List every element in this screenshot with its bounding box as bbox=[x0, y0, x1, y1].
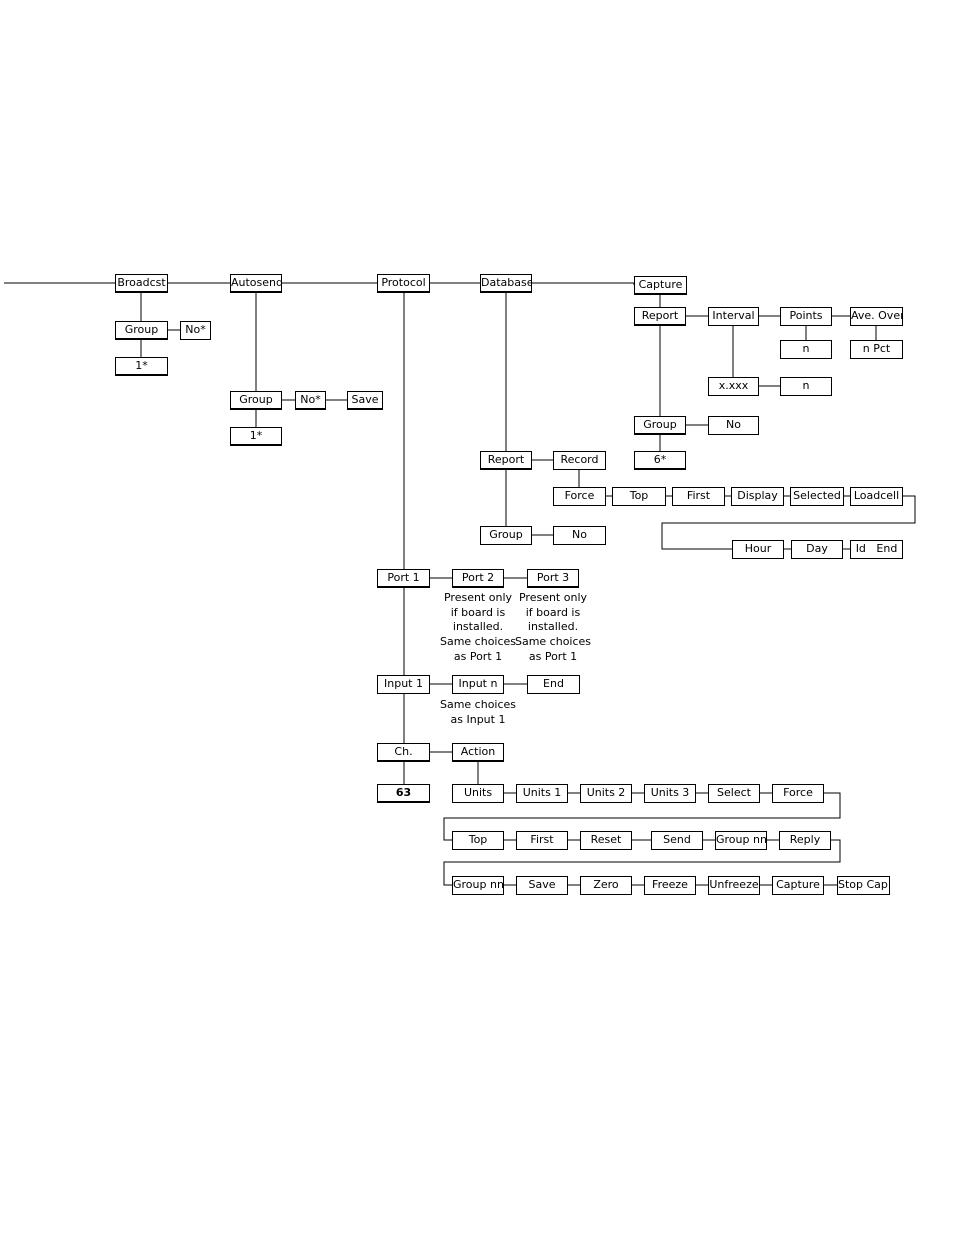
action-group-nn-option[interactable]: Group nn bbox=[715, 831, 767, 850]
capture-ave-over-menu[interactable]: Ave. Over bbox=[850, 307, 903, 326]
port-3-menu[interactable]: Port 3 bbox=[527, 569, 579, 588]
port-2-menu[interactable]: Port 2 bbox=[452, 569, 504, 588]
action-save-option[interactable]: Save bbox=[516, 876, 568, 895]
record-first-option[interactable]: First bbox=[672, 487, 725, 506]
capture-report-menu[interactable]: Report bbox=[634, 307, 686, 326]
action-freeze-option[interactable]: Freeze bbox=[644, 876, 696, 895]
action-menu[interactable]: Action bbox=[452, 743, 504, 762]
input-n-note: Same choices as Input 1 bbox=[439, 698, 517, 726]
capture-points-menu[interactable]: Points bbox=[780, 307, 832, 326]
action-unfreeze-option[interactable]: Unfreeze bbox=[708, 876, 760, 895]
record-selected-option[interactable]: Selected bbox=[790, 487, 844, 506]
capture-points-n-value[interactable]: n bbox=[780, 340, 832, 359]
record-top-option[interactable]: Top bbox=[612, 487, 666, 506]
input-n-menu[interactable]: Input n bbox=[452, 675, 504, 694]
record-loadcell-option[interactable]: Loadcell bbox=[850, 487, 903, 506]
action-reset-option[interactable]: Reset bbox=[580, 831, 632, 850]
port-2-note: Present only if board is installed. Same… bbox=[439, 591, 517, 663]
action-force-option[interactable]: Force bbox=[772, 784, 824, 803]
autosend-1-option[interactable]: 1* bbox=[230, 427, 282, 446]
capture-group-6-option[interactable]: 6* bbox=[634, 451, 686, 470]
database-report-menu[interactable]: Report bbox=[480, 451, 532, 470]
action-send-option[interactable]: Send bbox=[651, 831, 703, 850]
action-top-option[interactable]: Top bbox=[452, 831, 504, 850]
capture-ave-n-pct-value[interactable]: n Pct bbox=[850, 340, 903, 359]
input-1-menu[interactable]: Input 1 bbox=[377, 675, 430, 694]
database-menu[interactable]: Database bbox=[480, 274, 532, 293]
broadcst-group-menu[interactable]: Group bbox=[115, 321, 168, 340]
capture-xxxx-n-value[interactable]: n bbox=[780, 377, 832, 396]
action-select-option[interactable]: Select bbox=[708, 784, 760, 803]
capture-xxxx-value[interactable]: x.xxx bbox=[708, 377, 759, 396]
record-id-end-option[interactable]: Id End bbox=[850, 540, 903, 559]
record-day-option[interactable]: Day bbox=[791, 540, 843, 559]
capture-menu[interactable]: Capture bbox=[634, 276, 687, 295]
action-units-2-option[interactable]: Units 2 bbox=[580, 784, 632, 803]
database-group-menu[interactable]: Group bbox=[480, 526, 532, 545]
input-end-option[interactable]: End bbox=[527, 675, 580, 694]
action-units-1-option[interactable]: Units 1 bbox=[516, 784, 568, 803]
ch-63-value[interactable]: 63 bbox=[377, 784, 430, 803]
action-zero-option[interactable]: Zero bbox=[580, 876, 632, 895]
record-display-option[interactable]: Display bbox=[731, 487, 784, 506]
action-group-nn-option-2[interactable]: Group nn bbox=[452, 876, 504, 895]
capture-interval-menu[interactable]: Interval bbox=[708, 307, 759, 326]
port-1-menu[interactable]: Port 1 bbox=[377, 569, 430, 588]
broadcst-group-1-option[interactable]: 1* bbox=[115, 357, 168, 376]
autosend-menu[interactable]: Autosend bbox=[230, 274, 282, 293]
port-3-note: Present only if board is installed. Same… bbox=[514, 591, 592, 663]
action-reply-option[interactable]: Reply bbox=[779, 831, 831, 850]
record-hour-option[interactable]: Hour bbox=[732, 540, 784, 559]
action-units-option[interactable]: Units bbox=[452, 784, 504, 803]
autosend-save-option[interactable]: Save bbox=[347, 391, 383, 410]
action-first-option[interactable]: First bbox=[516, 831, 568, 850]
action-units-3-option[interactable]: Units 3 bbox=[644, 784, 696, 803]
autosend-group-menu[interactable]: Group bbox=[230, 391, 282, 410]
capture-group-no-option[interactable]: No bbox=[708, 416, 759, 435]
action-capture-option[interactable]: Capture bbox=[772, 876, 824, 895]
broadcst-menu[interactable]: Broadcst bbox=[115, 274, 168, 293]
protocol-menu[interactable]: Protocol bbox=[377, 274, 430, 293]
capture-group-menu[interactable]: Group bbox=[634, 416, 686, 435]
autosend-no-option[interactable]: No* bbox=[295, 391, 326, 410]
ch-menu[interactable]: Ch. bbox=[377, 743, 430, 762]
database-record-menu[interactable]: Record bbox=[553, 451, 606, 470]
database-no-option[interactable]: No bbox=[553, 526, 606, 545]
broadcst-group-no-option[interactable]: No* bbox=[180, 321, 211, 340]
record-force-option[interactable]: Force bbox=[553, 487, 606, 506]
action-stop-cap-option[interactable]: Stop Cap. bbox=[837, 876, 890, 895]
